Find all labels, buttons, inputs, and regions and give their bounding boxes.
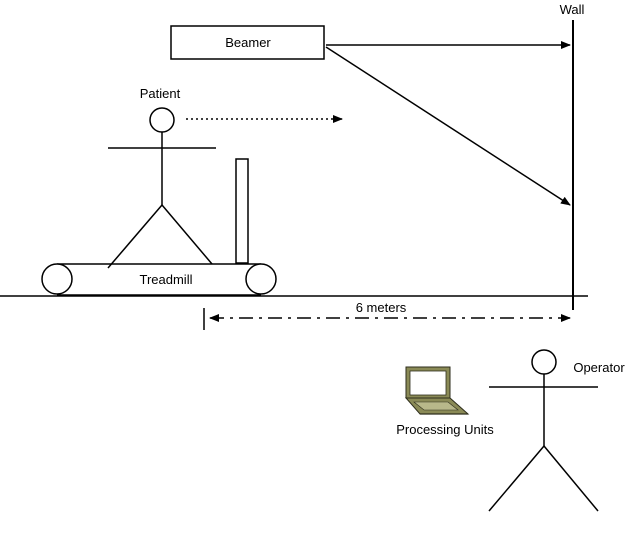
processing-units-label: Processing Units	[396, 422, 494, 437]
operator-figure	[488, 349, 599, 512]
beamer-box	[170, 25, 325, 60]
patient-label: Patient	[140, 86, 181, 101]
operator-label: Operator	[573, 360, 625, 375]
treadmill	[41, 263, 277, 296]
treadmill-handle	[235, 158, 249, 264]
laptop-icon	[404, 366, 470, 415]
distance-label: 6 meters	[356, 300, 407, 315]
beamer-label: Beamer	[225, 35, 271, 50]
patient-figure	[107, 107, 216, 269]
wall-label: Wall	[560, 2, 585, 17]
projection-arrow-diagonal	[325, 46, 571, 206]
treadmill-label: Treadmill	[140, 272, 193, 287]
